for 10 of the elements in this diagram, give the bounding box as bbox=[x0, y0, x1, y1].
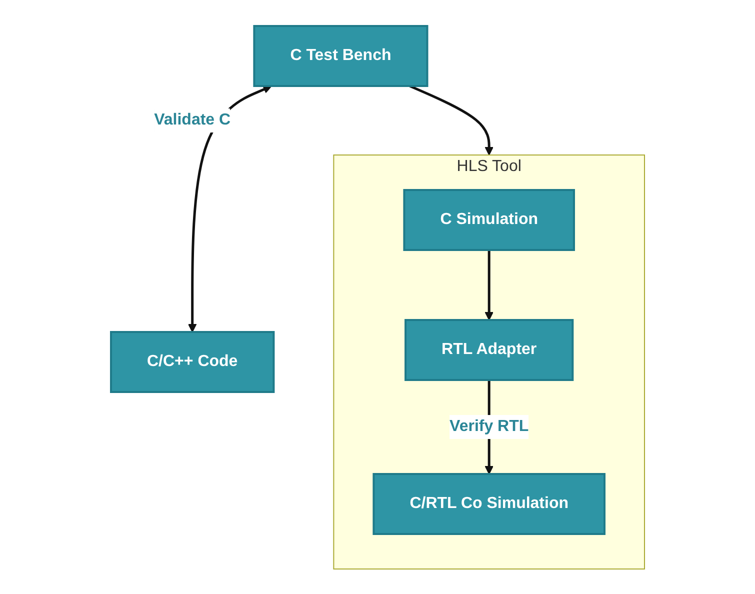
node-box: C Test Bench bbox=[252, 24, 428, 86]
node-box: RTL Adapter bbox=[404, 318, 574, 380]
arrow bbox=[484, 250, 494, 320]
node-box: C Simulation bbox=[402, 188, 575, 250]
arrow bbox=[408, 84, 494, 155]
edge-label: Verify RTL bbox=[449, 418, 528, 434]
edge-label: Validate C bbox=[154, 111, 230, 128]
node-box: C/RTL Co Simulation bbox=[372, 472, 606, 534]
node-box: C/C++ Code bbox=[110, 330, 274, 392]
arrow bbox=[188, 84, 272, 332]
